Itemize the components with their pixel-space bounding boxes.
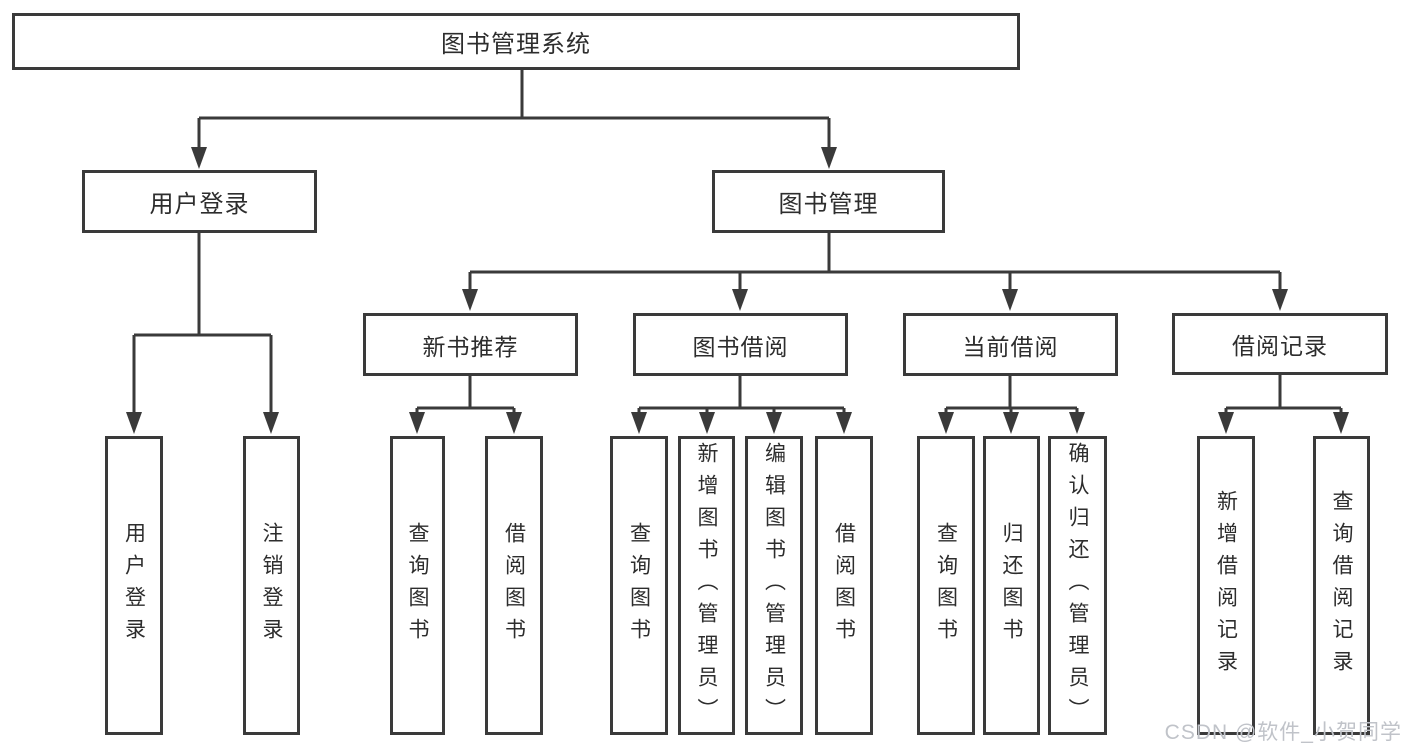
node-label: 归还图书 xyxy=(1000,521,1023,650)
leaf-query-books-current: 查询图书 xyxy=(917,436,975,735)
node-borrowing-records: 借阅记录 xyxy=(1172,313,1388,375)
node-label: 编辑图书（管理员） xyxy=(762,441,786,730)
leaf-logout: 注销登录 xyxy=(243,436,300,735)
node-label: 图书管理系统 xyxy=(441,31,591,58)
node-label: 新增图书（管理员） xyxy=(695,441,718,730)
node-label: 用户登录 xyxy=(122,521,146,650)
node-label: 借阅记录 xyxy=(1232,333,1328,359)
leaf-add-borrow-record: 新增借阅记录 xyxy=(1197,436,1255,735)
node-label: 借阅图书 xyxy=(502,521,526,650)
leaf-edit-books-admin: 编辑图书（管理员） xyxy=(745,436,803,735)
leaf-user-login: 用户登录 xyxy=(105,436,163,735)
node-user-login: 用户登录 xyxy=(82,170,317,233)
node-label: 查询借阅记录 xyxy=(1330,489,1353,682)
leaf-query-books-recommend: 查询图书 xyxy=(390,436,445,735)
node-label: 确认归还（管理员） xyxy=(1066,441,1089,730)
node-label: 新书推荐 xyxy=(422,333,519,360)
node-book-management: 图书管理 xyxy=(712,170,945,233)
leaf-borrow-books-recommend: 借阅图书 xyxy=(485,436,543,735)
leaf-query-books-borrow: 查询图书 xyxy=(610,436,668,735)
node-label: 查询图书 xyxy=(406,521,429,650)
node-label: 查询图书 xyxy=(934,521,958,650)
node-label: 借阅图书 xyxy=(832,521,856,650)
node-current-borrowing: 当前借阅 xyxy=(903,313,1118,376)
leaf-borrow-books-borrow: 借阅图书 xyxy=(815,436,873,735)
leaf-query-borrow-record: 查询借阅记录 xyxy=(1313,436,1370,735)
node-label: 图书借阅 xyxy=(692,333,789,360)
node-book-borrowing: 图书借阅 xyxy=(633,313,848,376)
node-label: 注销登录 xyxy=(260,521,283,650)
node-label: 用户登录 xyxy=(149,191,250,218)
leaf-return-books: 归还图书 xyxy=(983,436,1040,735)
node-label: 图书管理 xyxy=(778,191,879,218)
node-new-book-recommendation: 新书推荐 xyxy=(363,313,578,376)
node-label: 当前借阅 xyxy=(962,333,1059,360)
node-label: 查询图书 xyxy=(627,521,651,650)
leaf-confirm-return-admin: 确认归还（管理员） xyxy=(1048,436,1107,735)
node-library-management-system: 图书管理系统 xyxy=(12,13,1020,70)
leaf-add-books-admin: 新增图书（管理员） xyxy=(678,436,735,735)
node-label: 新增借阅记录 xyxy=(1214,489,1238,682)
watermark: CSDN @软件_小贺同学 xyxy=(1164,721,1402,744)
